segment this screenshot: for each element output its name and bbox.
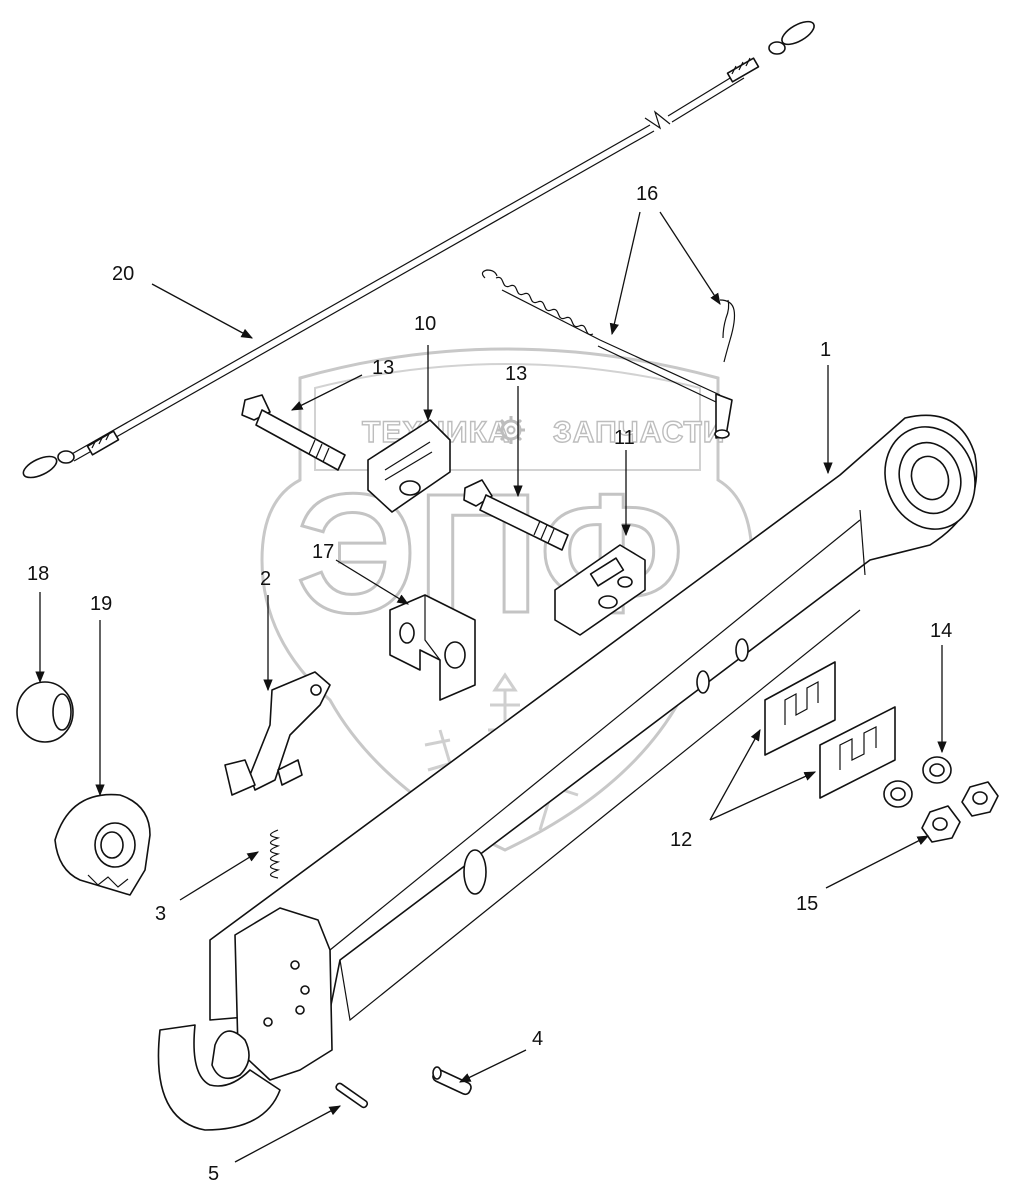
gear-icon [497, 416, 525, 444]
callout-1: 1 [820, 339, 831, 361]
latch-lever [224, 671, 331, 796]
nut-a [961, 781, 999, 817]
roll-pin [432, 1066, 472, 1096]
callout-12: 12 [670, 829, 692, 851]
callout-13-upper: 13 [372, 357, 394, 379]
callout-numbers: 1 2 3 4 5 10 11 12 13 13 14 15 16 17 18 … [27, 183, 952, 1185]
u-bracket [389, 594, 476, 701]
shim-lower [819, 706, 896, 799]
washer-a [922, 756, 952, 784]
hook-assembly [157, 907, 333, 1131]
callout-13-lower: 13 [505, 363, 527, 385]
spring-pin [335, 1082, 369, 1109]
ball-coupler [54, 793, 151, 896]
callout-5: 5 [208, 1163, 219, 1185]
check-cable [22, 20, 815, 479]
stabilizer-spring [481, 269, 736, 439]
callout-3: 3 [155, 903, 166, 925]
shim-upper [764, 661, 836, 756]
callout-2: 2 [260, 568, 271, 590]
callout-20: 20 [112, 263, 134, 285]
watermark-shield-inner [314, 363, 701, 471]
callout-19: 19 [90, 593, 112, 615]
callout-11: 11 [614, 427, 635, 449]
ball-sleeve [16, 681, 74, 743]
leader-lines [35, 211, 947, 1163]
callout-10: 10 [414, 313, 436, 335]
watermark-shield [260, 347, 754, 852]
callout-17: 17 [312, 541, 334, 563]
nut-b [921, 805, 961, 843]
adjuster-plate [554, 544, 646, 636]
callout-18: 18 [27, 563, 49, 585]
lower-link-arm [209, 414, 978, 1022]
bolt-upper [241, 394, 346, 471]
callout-4: 4 [532, 1028, 543, 1050]
callout-15: 15 [796, 893, 818, 915]
callout-14: 14 [930, 620, 952, 642]
small-spring [269, 829, 281, 879]
washer-b [883, 780, 913, 808]
bolt-lower [463, 479, 569, 551]
watermark-right-text: ЗАПЧАСТИ [553, 416, 725, 449]
callout-16: 16 [636, 183, 658, 205]
